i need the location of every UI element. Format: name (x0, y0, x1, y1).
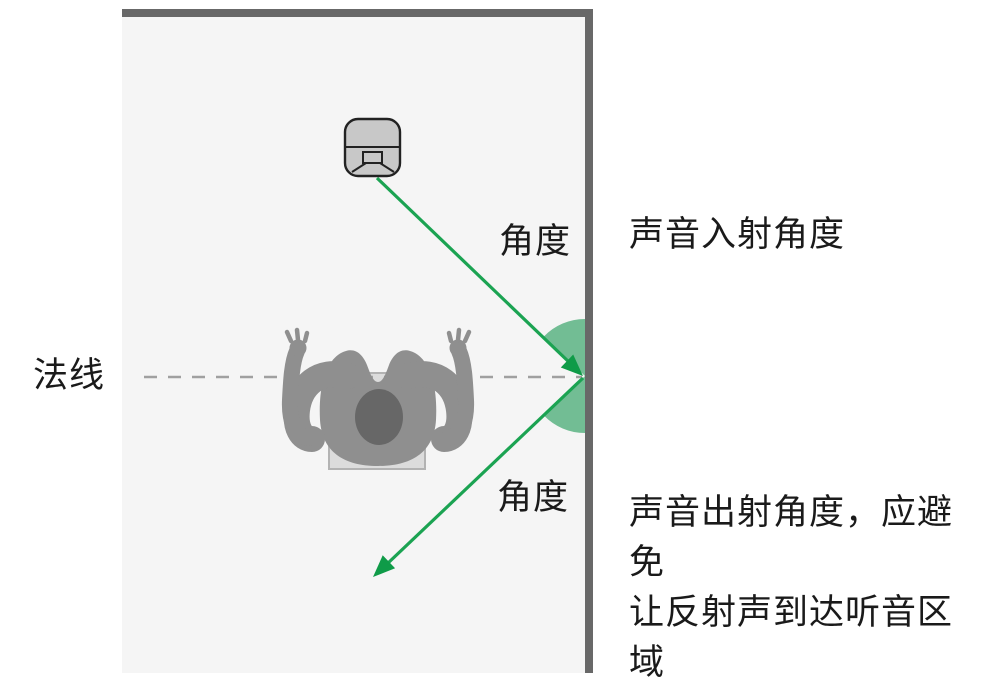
wall-right (585, 9, 593, 673)
outgoing-note-line2: 让反射声到达听音区域 (629, 593, 954, 682)
incident-ray-arrowhead (560, 354, 583, 376)
speaker-tweeter (362, 151, 383, 164)
left-forearm (281, 343, 316, 446)
left-fingers (284, 327, 310, 344)
angle-sector-marker (543, 319, 585, 433)
reflected-ray-arrowhead (373, 555, 396, 577)
incident-ray-arrow (375, 176, 583, 376)
normal-line-label: 法线 (33, 356, 106, 395)
reflected-angle-label: 角度 (497, 478, 570, 517)
incident-angle-label: 角度 (499, 222, 572, 261)
left-hand (289, 339, 307, 357)
right-forearm (440, 343, 475, 446)
outgoing-note-line1: 声音出射角度，应避免 (629, 493, 954, 582)
right-fingers (446, 327, 472, 344)
right-hand (449, 339, 467, 357)
listener-in-chair-top-view-icon (281, 327, 475, 466)
room-interior (122, 10, 585, 673)
speaker-top-view-icon (343, 117, 402, 178)
reflected-ray-arrow (373, 376, 585, 577)
incident-note: 声音入射角度 (629, 215, 846, 254)
head-top-view (355, 389, 403, 445)
incident-ray-line (375, 176, 573, 366)
outgoing-note: 声音出射角度，应避免 让反射声到达听音区域 (629, 488, 974, 688)
wall-top (122, 9, 593, 17)
reflected-ray-line (385, 376, 585, 566)
